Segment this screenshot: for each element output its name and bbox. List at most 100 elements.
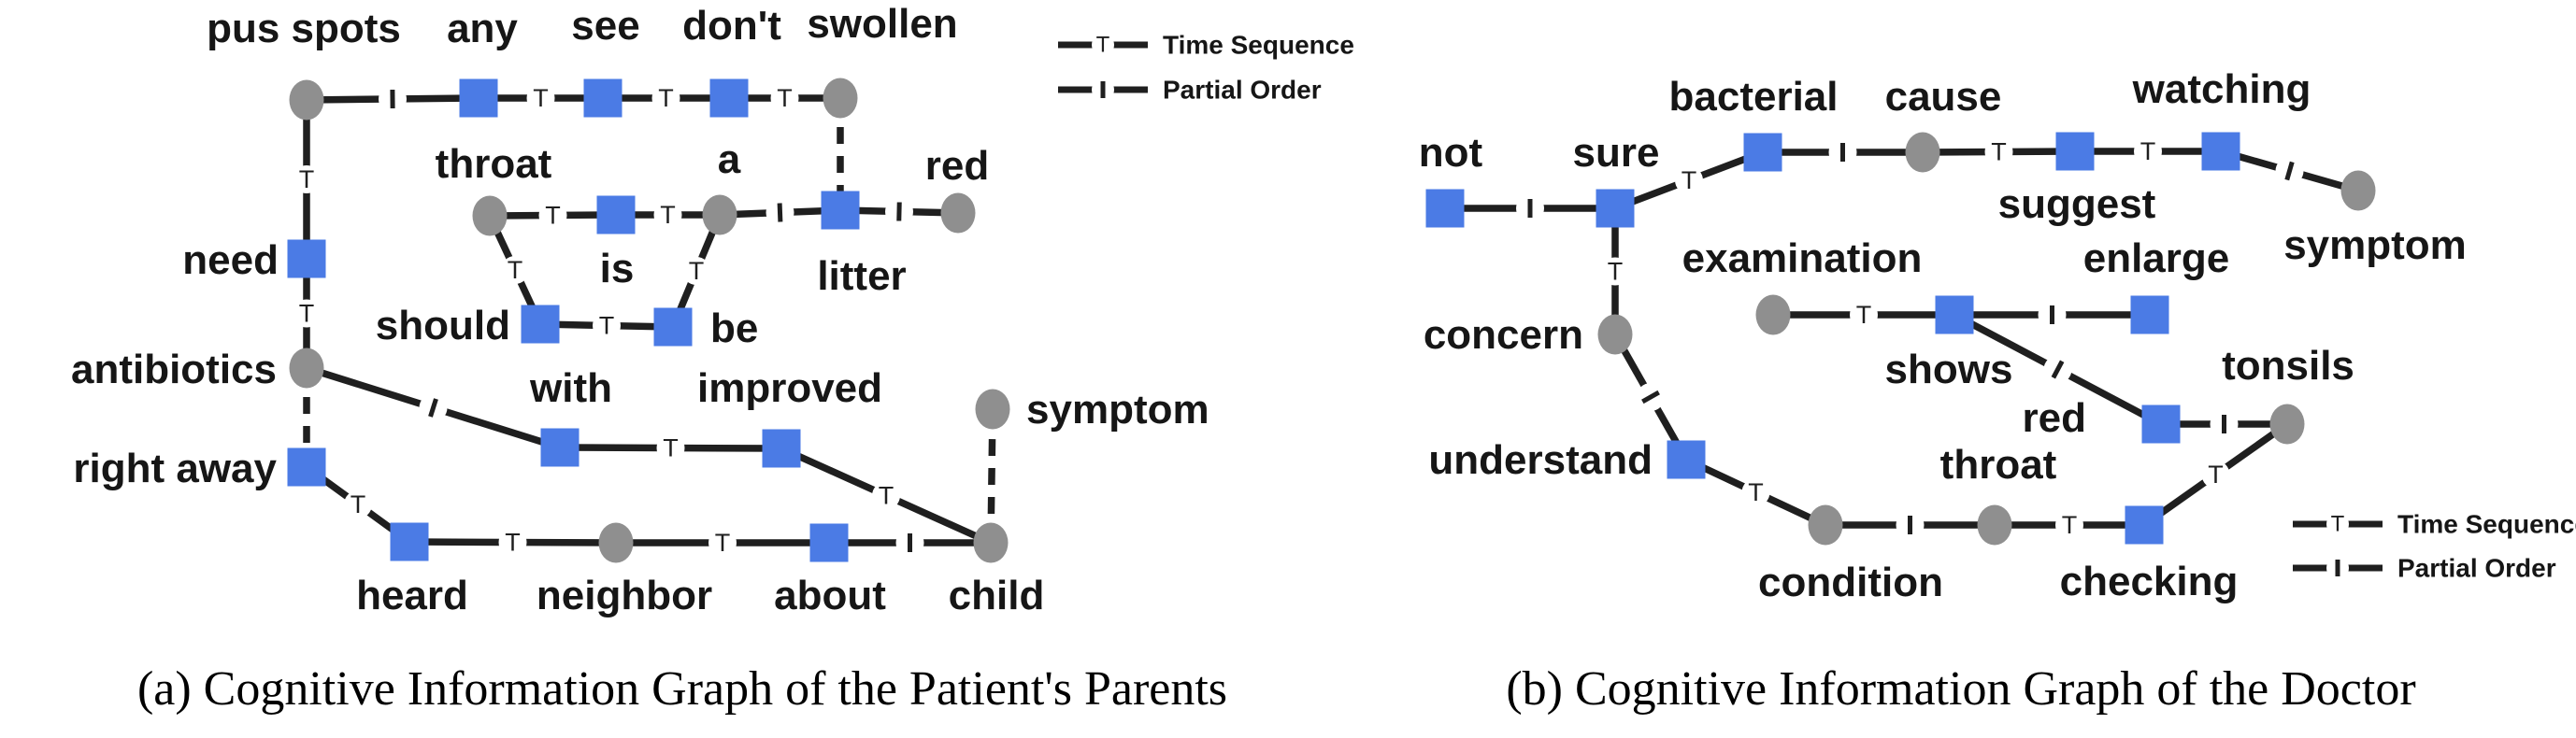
- node-label-examination: examination: [1682, 235, 1923, 281]
- entity-node-throat: [1977, 504, 2012, 546]
- node-label-tonsils: tonsils: [2222, 343, 2354, 389]
- node-label-dont: don't: [682, 3, 781, 49]
- action-node-understand: [1667, 440, 1706, 479]
- node-label-symptom: symptom: [2283, 222, 2467, 268]
- entity-node-condition: [1808, 504, 1843, 546]
- entity-node-pus_spots: [289, 79, 324, 121]
- legend-label-time_sequence: Time Sequence: [2397, 510, 2576, 539]
- node-label-understand: understand: [1428, 437, 1653, 483]
- entity-node-antibiotics: [289, 348, 324, 389]
- edge-marker-gap: [872, 481, 900, 510]
- action-node-checking: [2125, 505, 2164, 545]
- edge-marker-gap: [1850, 301, 1878, 329]
- node-labels: pus spots any see don't swollen need antibioti…: [71, 1, 1209, 618]
- entity-node-tonsils: [2269, 404, 2305, 445]
- entity-node-a: [702, 194, 737, 235]
- action-node-is: [596, 195, 636, 234]
- entity-node-symptom: [2340, 170, 2376, 211]
- time-sequence-marker: T: [545, 202, 561, 230]
- time-sequence-marker: T: [299, 300, 315, 328]
- edge-marker-gap: [682, 257, 710, 285]
- node-label-swollen: swollen: [807, 1, 957, 47]
- node-label-concern: concern: [1424, 312, 1583, 358]
- node-label-pus_spots: pus spots: [207, 6, 401, 51]
- action-node-should: [521, 305, 560, 344]
- time-sequence-marker: T: [299, 165, 315, 193]
- edge-marker-gap: [1601, 257, 1629, 286]
- action-node-with: [540, 428, 580, 467]
- entity-node-red: [940, 192, 976, 234]
- time-sequence-marker: T: [1856, 301, 1872, 329]
- action-node-suggest: [2055, 132, 2095, 171]
- edge-marker-gap: [293, 165, 321, 193]
- node-label-bacterial: bacterial: [1669, 74, 1839, 120]
- legend-marker-gap: [1092, 34, 1114, 56]
- node-label-suggest: suggest: [1998, 181, 2156, 227]
- caption-doctor: (b) Cognitive Information Graph of the D…: [1506, 662, 2415, 716]
- node-label-right_away: right away: [73, 446, 277, 491]
- action-node-sure: [1596, 189, 1635, 228]
- node-label-cause: cause: [1885, 74, 2002, 120]
- action-node-heard: [390, 522, 429, 561]
- node-label-sure: sure: [1573, 130, 1660, 176]
- time-sequence-marker: T: [508, 256, 523, 284]
- time-sequence-marker: T: [1682, 166, 1697, 194]
- edge-marker-gap: [656, 433, 685, 462]
- edge-marker-gap: [293, 299, 321, 328]
- node-label-about: about: [774, 573, 886, 618]
- entity-node-throat: [472, 195, 508, 236]
- action-node-any: [459, 78, 498, 118]
- edge-marker-gap: [2055, 511, 2083, 539]
- time-sequence-marker: T: [663, 434, 679, 462]
- node-label-symptom: symptom: [1026, 387, 1209, 433]
- time-sequence-marker: T: [689, 257, 705, 285]
- time-sequence-marker: T: [2208, 461, 2224, 489]
- node-label-enlarge: enlarge: [2083, 235, 2230, 281]
- node-label-should: should: [376, 303, 510, 348]
- entity-node-neighbor: [598, 522, 634, 563]
- partial-order-marker: [428, 398, 438, 418]
- edge-marker-gap: [501, 256, 529, 284]
- partial-order-marker: [2284, 161, 2295, 181]
- action-node-bacterial: [1743, 133, 1782, 172]
- node-label-any: any: [447, 6, 518, 51]
- legend-time-marker-icon: T: [1096, 33, 1110, 58]
- edge-marker-gap: [653, 201, 682, 229]
- node-label-condition: condition: [1758, 560, 1943, 605]
- edge-marker-gap: [526, 84, 555, 112]
- caption-parents: (a) Cognitive Information Graph of the P…: [137, 662, 1227, 716]
- node-label-litter: litter: [817, 253, 906, 299]
- nodes: [1425, 132, 2376, 546]
- node-label-a: a: [718, 136, 741, 182]
- entity-node-swollen: [823, 78, 858, 119]
- legend-label-partial_order: Partial Order: [1163, 76, 1322, 105]
- time-sequence-marker: T: [777, 84, 793, 112]
- time-sequence-marker: T: [1608, 258, 1624, 286]
- partial-order-marker: [2051, 360, 2065, 379]
- edge-marker-gap: [2134, 137, 2162, 165]
- entity-node-concern: [1597, 314, 1633, 355]
- node-label-is: is: [600, 246, 635, 291]
- node-label-checking: checking: [2060, 559, 2239, 604]
- action-node-watching: [2201, 132, 2240, 171]
- entity-node-child: [973, 522, 1009, 563]
- time-sequence-marker: T: [715, 529, 731, 557]
- node-label-heard: heard: [356, 573, 468, 618]
- edge-marker-gap: [1741, 478, 1770, 506]
- time-sequence-marker: T: [2062, 511, 2078, 539]
- legend-label-partial_order: Partial Order: [2397, 554, 2556, 583]
- node-label-see: see: [571, 3, 639, 49]
- node-label-throat: throat: [1940, 442, 2057, 488]
- action-node-dont: [709, 78, 749, 118]
- node-label-need: need: [182, 237, 279, 283]
- node-label-antibiotics: antibiotics: [71, 347, 277, 392]
- action-node-right_away: [287, 447, 326, 487]
- edge-marker-gap: [2201, 461, 2230, 489]
